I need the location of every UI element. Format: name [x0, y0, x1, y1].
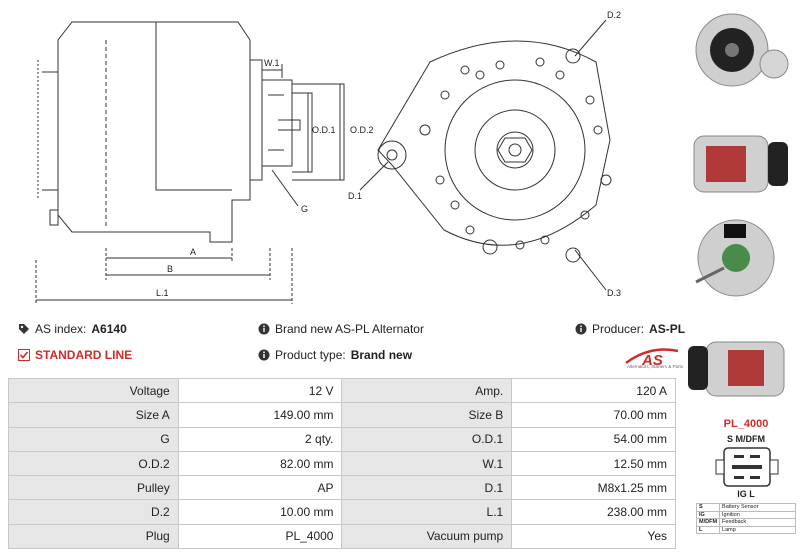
spec-label: Size B	[341, 402, 513, 428]
plug-pins-top: S M/DFM	[727, 434, 765, 444]
spec-value: 238.00 mm	[511, 499, 676, 525]
standard-line-text: STANDARD LINE	[35, 348, 133, 362]
logo-tagline: Alternators, Starters & Parts	[626, 364, 683, 369]
spec-value: AP	[177, 475, 343, 501]
spec-label: G	[8, 426, 179, 452]
legend-key: L	[695, 525, 721, 534]
check-icon	[18, 349, 30, 361]
logo-text: AS	[641, 352, 663, 369]
spec-value: Yes	[511, 523, 676, 550]
spec-label: Pulley	[8, 475, 179, 501]
legend-key: M/DFM	[695, 518, 721, 527]
legend-value: Lamp	[719, 525, 796, 534]
spec-label: W.1	[341, 450, 513, 477]
label-d2: D.2	[607, 10, 621, 20]
as-pl-logo: AS	[625, 348, 679, 369]
spec-label: D.2	[8, 499, 179, 525]
standard-line: STANDARD LINE	[18, 348, 132, 362]
spec-value: 82.00 mm	[177, 450, 343, 477]
legend-value: Battery Sensor	[719, 503, 796, 512]
label-g: G	[301, 204, 308, 214]
label-d3: D.3	[607, 288, 621, 298]
spec-label: O.D.2	[8, 450, 179, 477]
plug-connector-icon	[715, 447, 779, 487]
legend-value: Ignition	[719, 510, 796, 519]
product-photo-back[interactable]	[684, 208, 796, 304]
as-index-value: A6140	[91, 322, 127, 336]
label-od2: O.D.2	[350, 125, 374, 135]
label-l1: L.1	[156, 288, 169, 298]
spec-value: 12 V	[177, 377, 343, 404]
spec-label: Size A	[8, 402, 179, 428]
spec-value: 149.00 mm	[177, 402, 343, 428]
label-w1: W.1	[264, 58, 280, 68]
legend-key: S	[695, 503, 721, 512]
spec-value: 2 qty.	[177, 426, 343, 452]
spec-label: O.D.1	[341, 426, 513, 452]
info-icon	[258, 323, 270, 335]
spec-label: Voltage	[8, 377, 179, 404]
product-photo-side[interactable]	[684, 116, 796, 212]
spec-label: L.1	[341, 499, 513, 525]
spec-value: 70.00 mm	[511, 402, 676, 428]
spec-value: 120 A	[511, 377, 676, 404]
spec-value: 10.00 mm	[177, 499, 343, 525]
plug-title: PL_4000	[723, 418, 769, 430]
product-type: Product type: Brand new	[258, 348, 412, 362]
label-d1: D.1	[348, 191, 362, 201]
spec-label: Amp.	[341, 377, 513, 404]
label-od1: O.D.1	[312, 125, 336, 135]
spec-value: 54.00 mm	[511, 426, 676, 452]
brand-new-info: Brand new AS-PL Alternator	[258, 322, 424, 336]
as-index: AS index: A6140	[18, 322, 127, 336]
plug-pins-bottom: IG L	[737, 489, 755, 499]
product-photo-angle[interactable]	[684, 320, 796, 416]
spec-value: PL_4000	[177, 523, 343, 550]
info-icon	[258, 349, 270, 361]
producer: Producer: AS-PL	[575, 322, 685, 336]
spec-label: Vacuum pump	[341, 523, 513, 550]
product-type-value: Brand new	[350, 348, 413, 362]
producer-value: AS-PL	[649, 322, 686, 336]
label-b: B	[167, 264, 173, 274]
product-type-label: Product type:	[275, 348, 346, 362]
technical-drawing: W.1 O.D.1 O.D.2 G A B L.1 D.1 D.2 D.3	[35, 10, 621, 304]
label-a: A	[190, 247, 196, 257]
legend-value: Feedback	[719, 518, 796, 527]
spec-label: Plug	[8, 523, 179, 550]
brand-new-text: Brand new AS-PL Alternator	[275, 322, 424, 336]
producer-label: Producer:	[592, 322, 645, 336]
legend-key: IG	[695, 510, 721, 519]
as-index-label: AS index:	[35, 322, 87, 336]
product-photo-front[interactable]	[684, 4, 796, 100]
spec-value: M8x1.25 mm	[511, 475, 676, 501]
info-icon	[575, 323, 587, 335]
tag-icon	[19, 324, 29, 334]
spec-value: 12.50 mm	[511, 450, 676, 477]
spec-label: D.1	[341, 475, 513, 501]
